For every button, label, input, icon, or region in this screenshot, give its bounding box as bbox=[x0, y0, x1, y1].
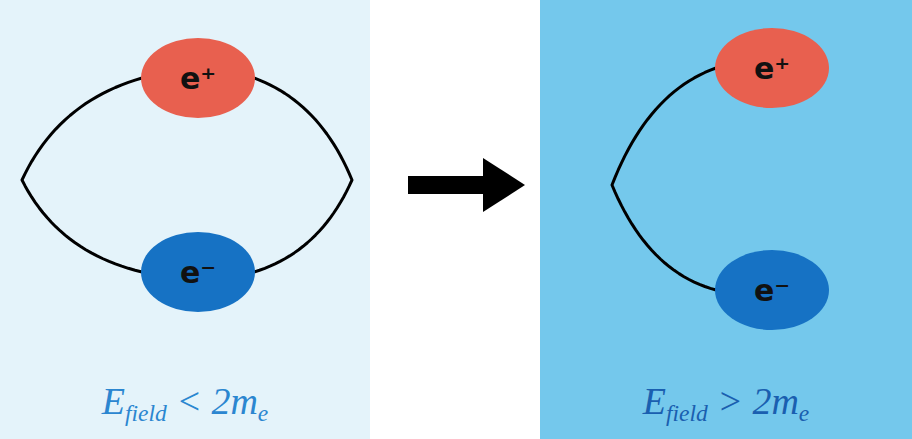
pair-loop-line bbox=[254, 78, 352, 272]
text-part: e⁺ bbox=[180, 61, 216, 96]
connector-line bbox=[408, 176, 485, 194]
text-part: e⁻ bbox=[180, 255, 216, 290]
connector-line bbox=[254, 78, 352, 272]
subscript-part: field bbox=[125, 400, 167, 426]
text-part: < 2m bbox=[167, 380, 258, 422]
subscript-part: e bbox=[799, 400, 809, 426]
pair-loop-line bbox=[22, 78, 142, 272]
arrow-head bbox=[483, 158, 525, 212]
condition-label: Efield > 2me bbox=[643, 379, 810, 423]
particle-label: e⁻ bbox=[180, 255, 216, 290]
ellipse-fill bbox=[715, 250, 829, 330]
particle-label: e⁻ bbox=[754, 273, 790, 308]
connector-line bbox=[612, 68, 716, 290]
particle-ellipse: e⁻ bbox=[141, 232, 255, 312]
state-panel: Efield > 2me e⁺ e⁻ bbox=[540, 0, 912, 439]
particle-label: e⁺ bbox=[754, 51, 790, 86]
text-part: e⁺ bbox=[754, 51, 790, 86]
particle-ellipse: e⁺ bbox=[141, 38, 255, 118]
text-part: > 2m bbox=[708, 380, 799, 422]
ellipse-fill bbox=[715, 28, 829, 108]
particle-label: e⁺ bbox=[180, 61, 216, 96]
subscript-part: e bbox=[258, 400, 268, 426]
pair-loop-line bbox=[612, 68, 716, 290]
state-panel: Efield < 2me e⁺ e⁻ bbox=[0, 0, 370, 439]
text-part: E bbox=[102, 380, 125, 422]
condition-label: Efield < 2me bbox=[102, 379, 269, 423]
text-part: E bbox=[643, 380, 666, 422]
particle-ellipse: e⁻ bbox=[715, 250, 829, 330]
transition-arrow bbox=[408, 158, 525, 212]
subscript-part: field bbox=[666, 400, 708, 426]
ellipse-fill bbox=[141, 38, 255, 118]
ellipse-fill bbox=[141, 232, 255, 312]
particle-ellipse: e⁺ bbox=[715, 28, 829, 108]
text-part: e⁻ bbox=[754, 273, 790, 308]
connector-line bbox=[22, 78, 142, 272]
